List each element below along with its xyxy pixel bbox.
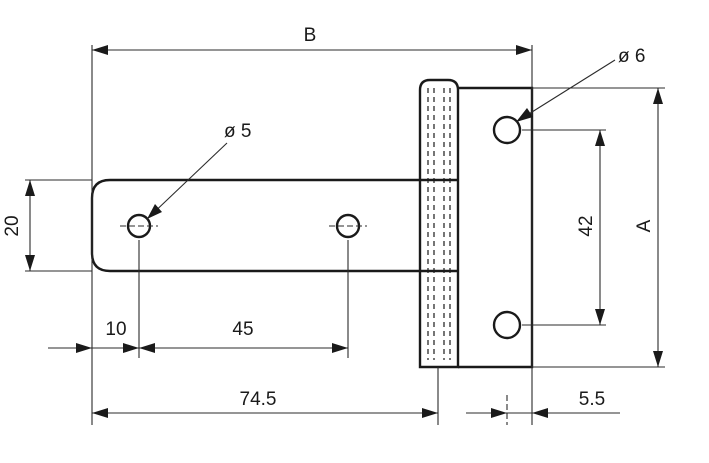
label-dim-45: 45	[232, 319, 253, 340]
arrow-45-right	[332, 343, 348, 353]
leader-hole-5-arrow	[147, 204, 162, 219]
arrow-5-5-left	[491, 408, 507, 418]
arrow-20-bottom	[25, 255, 35, 271]
label-dim-5-5: 5.5	[579, 389, 605, 410]
label-dim-A: A	[634, 219, 655, 232]
leader-hole-5	[146, 142, 228, 220]
arrow-20-top	[25, 180, 35, 196]
arrow-74-5-right	[422, 408, 438, 418]
arrow-A-top	[653, 88, 663, 104]
label-hole-6: ø 6	[618, 46, 645, 67]
arrow-5-5-right	[532, 408, 548, 418]
label-hole-5: ø 5	[224, 121, 251, 142]
leader-hole-6-arrow	[516, 108, 533, 122]
leader-hole-6	[515, 59, 616, 123]
arrow-10-right	[123, 343, 139, 353]
label-dim-74-5: 74.5	[240, 389, 277, 410]
arrow-74-5-left	[92, 408, 108, 418]
arrow-B-left	[92, 45, 108, 55]
arrow-10-left-outside	[76, 343, 92, 353]
arrow-45-left	[139, 343, 155, 353]
label-dim-42: 42	[576, 215, 597, 236]
arrow-42-bottom	[595, 309, 605, 325]
arrow-B-right	[516, 45, 532, 55]
label-dim-B: B	[304, 25, 317, 46]
arrow-A-bottom	[653, 351, 663, 367]
knuckle-outline	[418, 78, 460, 369]
label-dim-10: 10	[105, 319, 126, 340]
plate-hole-top	[492, 115, 522, 145]
arrow-42-top	[595, 130, 605, 146]
plate-hole-bottom	[492, 310, 522, 340]
label-dim-20: 20	[2, 215, 23, 236]
